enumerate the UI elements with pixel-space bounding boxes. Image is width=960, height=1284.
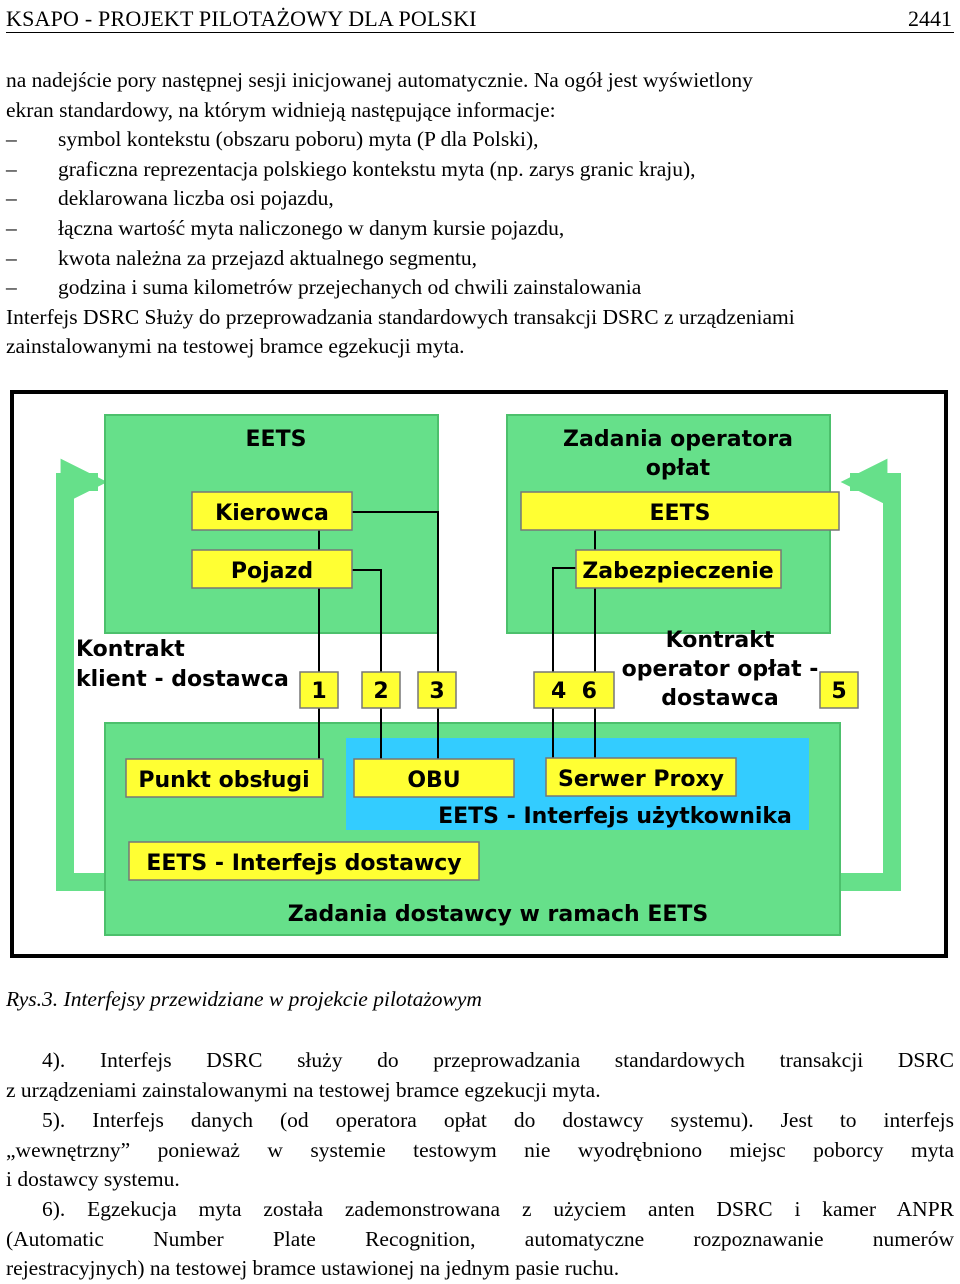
security-label: Zabezpieczenie	[582, 559, 773, 584]
operator-title-1: Zadania operatora	[563, 427, 793, 452]
eets-title: EETS	[246, 427, 307, 452]
provider-interface-box	[128, 841, 480, 881]
figure-caption: Rys.3. Interfejsy przewidziane w projekc…	[6, 987, 482, 1011]
operator-eets-box	[520, 491, 840, 531]
operator-title-2: opłat	[646, 456, 711, 481]
list-item-text: graficzna reprezentacja polskiego kontek…	[58, 156, 696, 181]
provider-interface-label: EETS - Interfejs dostawcy	[146, 851, 461, 876]
obu-label: OBU	[407, 768, 460, 793]
interface-1-label: 1	[311, 679, 326, 704]
paragraph-line: 4). Interfejs DSRC służy do przeprowadza…	[42, 1048, 954, 1072]
interface-5-label: 5	[831, 679, 846, 704]
interface-5-box	[819, 671, 859, 709]
interface-3-box	[417, 671, 457, 709]
list-item: – łączna wartość myta naliczonego w danym…	[6, 214, 954, 244]
paragraph-line: rejestracyjnych) na testowej bramce usta…	[6, 1256, 620, 1281]
dash-bullet: –	[6, 127, 17, 152]
driver-box	[191, 491, 353, 531]
list-item-text: symbol kontekstu (obszaru poboru) myta (…	[58, 127, 539, 152]
dash-bullet: –	[6, 245, 17, 270]
interface-4-6-box	[533, 671, 615, 709]
list-item: – deklarowana liczba osi pojazdu,	[6, 184, 954, 214]
proxy-server-box	[545, 757, 737, 797]
header-title: KSAPO - PROJEKT PILOTAŻOWY DLA POLSKI	[6, 6, 477, 31]
running-header: KSAPO - PROJEKT PILOTAŻOWY DLA POLSKI 24…	[6, 4, 954, 33]
paragraph-6: 6). Egzekucja myta została zademonstrowa…	[6, 1195, 954, 1284]
contract-client-line-2: klient - dostawca	[76, 667, 289, 692]
contract-operator-line-2: operator opłat -	[622, 657, 819, 682]
list-item: – symbol kontekstu (obszaru poboru) myta …	[6, 125, 954, 155]
intro-line: ekran standardowy, na którym widnieją na…	[6, 97, 556, 122]
obu-box	[353, 758, 515, 798]
list-item: – kwota należna za przejazd aktualnego se…	[6, 244, 954, 274]
dash-bullet: –	[6, 215, 17, 240]
page-number: 2441	[908, 6, 952, 31]
dash-bullet: –	[6, 186, 17, 211]
security-box	[575, 549, 782, 589]
provider-tasks-label: Zadania dostawcy w ramach EETS	[288, 902, 709, 927]
paragraph-line: z urządzeniami zainstalowanymi na testow…	[6, 1077, 601, 1102]
interface-4-6-label: 4 6	[551, 679, 597, 704]
paragraph-line: 5). Interfejs danych (od operatora opłat…	[42, 1108, 954, 1132]
flow-arrows	[56, 458, 901, 891]
interfaces-diagram: EETS Kierowca Pojazd Zadania operatora o…	[10, 390, 948, 958]
paragraph-line: i dostawcy systemu.	[6, 1167, 180, 1192]
dsrc-line: Interfejs DSRC Służy do przeprowadzania …	[6, 304, 795, 329]
intro-line: na nadejście pory następnej sesji inicjo…	[6, 68, 753, 92]
paragraph-5: 5). Interfejs danych (od operatora opłat…	[6, 1106, 954, 1195]
dash-bullet: –	[6, 156, 17, 181]
list-item-text: kwota należna za przejazd aktualnego seg…	[58, 245, 478, 270]
driver-label: Kierowca	[215, 501, 329, 526]
dsrc-line: zainstalowanymi na testowej bramce egzek…	[6, 334, 465, 359]
contract-client-line-1: Kontrakt	[76, 637, 185, 662]
paragraph-line: 6). Egzekucja myta została zademonstrowa…	[42, 1197, 954, 1221]
proxy-server-label: Serwer Proxy	[558, 767, 724, 792]
dash-bullet: –	[6, 275, 17, 300]
paragraph-line: (Automatic Number Plate Recognition, aut…	[6, 1226, 954, 1251]
paragraph-4: 4). Interfejs DSRC służy do przeprowadza…	[6, 1046, 954, 1105]
list-item: – godzina i suma kilometrów przejechanych…	[6, 273, 954, 303]
interface-3-label: 3	[429, 679, 444, 704]
left-flow-arrow	[56, 458, 108, 891]
interface-2-box	[361, 671, 401, 709]
list-item-text: godzina i suma kilometrów przejechanych …	[58, 275, 642, 300]
list-item-text: deklarowana liczba osi pojazdu,	[58, 186, 334, 211]
list-item: – graficzna reprezentacja polskiego konte…	[6, 155, 954, 185]
paragraph-line: „wewnętrzny” ponieważ w systemie testowy…	[6, 1137, 954, 1162]
vehicle-label: Pojazd	[231, 559, 313, 584]
vehicle-box	[191, 549, 353, 589]
service-point-box	[125, 758, 324, 798]
user-interface-label: EETS - Interfejs użytkownika	[438, 804, 792, 829]
intro-text: na nadejście pory następnej sesji inicjo…	[6, 66, 954, 362]
contract-operator-line-1: Kontrakt	[666, 628, 775, 653]
operator-eets-label: EETS	[650, 501, 711, 526]
right-flow-arrow	[840, 458, 901, 891]
interface-1-box	[299, 671, 339, 709]
contract-operator-line-3: dostawca	[661, 686, 779, 711]
service-point-label: Punkt obsługi	[138, 768, 309, 793]
list-item-text: łączna wartość myta naliczonego w danym …	[58, 215, 565, 240]
interface-2-label: 2	[373, 679, 388, 704]
